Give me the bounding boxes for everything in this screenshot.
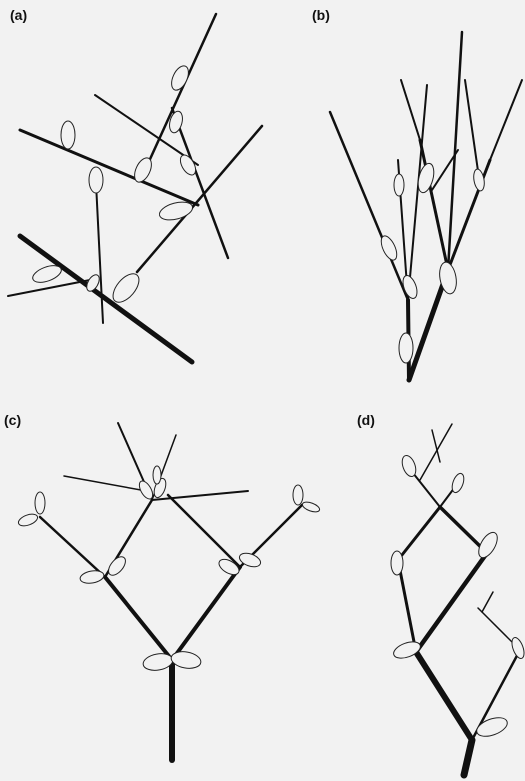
leaf <box>216 556 241 577</box>
branch <box>172 108 228 258</box>
panel-b: (b) <box>312 7 522 380</box>
leaf <box>89 167 103 193</box>
branch <box>398 507 440 560</box>
branch <box>416 553 487 652</box>
branch <box>168 495 240 567</box>
leaf <box>301 500 321 514</box>
branch <box>64 476 152 492</box>
leaf <box>378 234 400 263</box>
panel-a: (a) <box>8 7 262 362</box>
panel-b-label: (b) <box>312 7 330 23</box>
branch <box>20 236 192 362</box>
branch <box>420 140 448 270</box>
branch <box>401 80 420 140</box>
leaf <box>168 63 192 92</box>
panel-a-label: (a) <box>10 7 27 23</box>
panel-c: (c) <box>4 412 321 760</box>
panel-d-label: (d) <box>357 412 375 428</box>
panel-c-label: (c) <box>4 412 21 428</box>
leaf <box>399 333 413 363</box>
branch <box>416 652 472 740</box>
leaf <box>472 168 486 191</box>
leaf <box>474 714 510 740</box>
leaf <box>108 269 144 307</box>
leaf <box>394 174 404 196</box>
branch <box>40 517 105 577</box>
branch <box>146 14 216 168</box>
leaf <box>131 155 155 184</box>
branch <box>95 95 198 165</box>
branch <box>96 183 103 323</box>
leaf <box>35 492 45 514</box>
branch <box>330 112 408 300</box>
panel-d: (d) <box>357 412 525 775</box>
leaf <box>153 466 161 484</box>
leaf <box>391 551 403 575</box>
branch <box>172 567 240 660</box>
leaf <box>510 636 525 660</box>
branch <box>420 424 452 480</box>
branch <box>8 280 90 296</box>
branch <box>482 592 493 612</box>
branch <box>464 740 472 775</box>
leaf <box>293 485 303 505</box>
branch <box>20 130 198 205</box>
leaf <box>61 121 75 149</box>
branch <box>448 32 462 270</box>
leaf <box>79 569 105 585</box>
branch <box>490 80 522 160</box>
leaf <box>17 512 39 528</box>
branch <box>152 491 248 500</box>
branch <box>398 560 416 652</box>
branch <box>105 577 172 660</box>
